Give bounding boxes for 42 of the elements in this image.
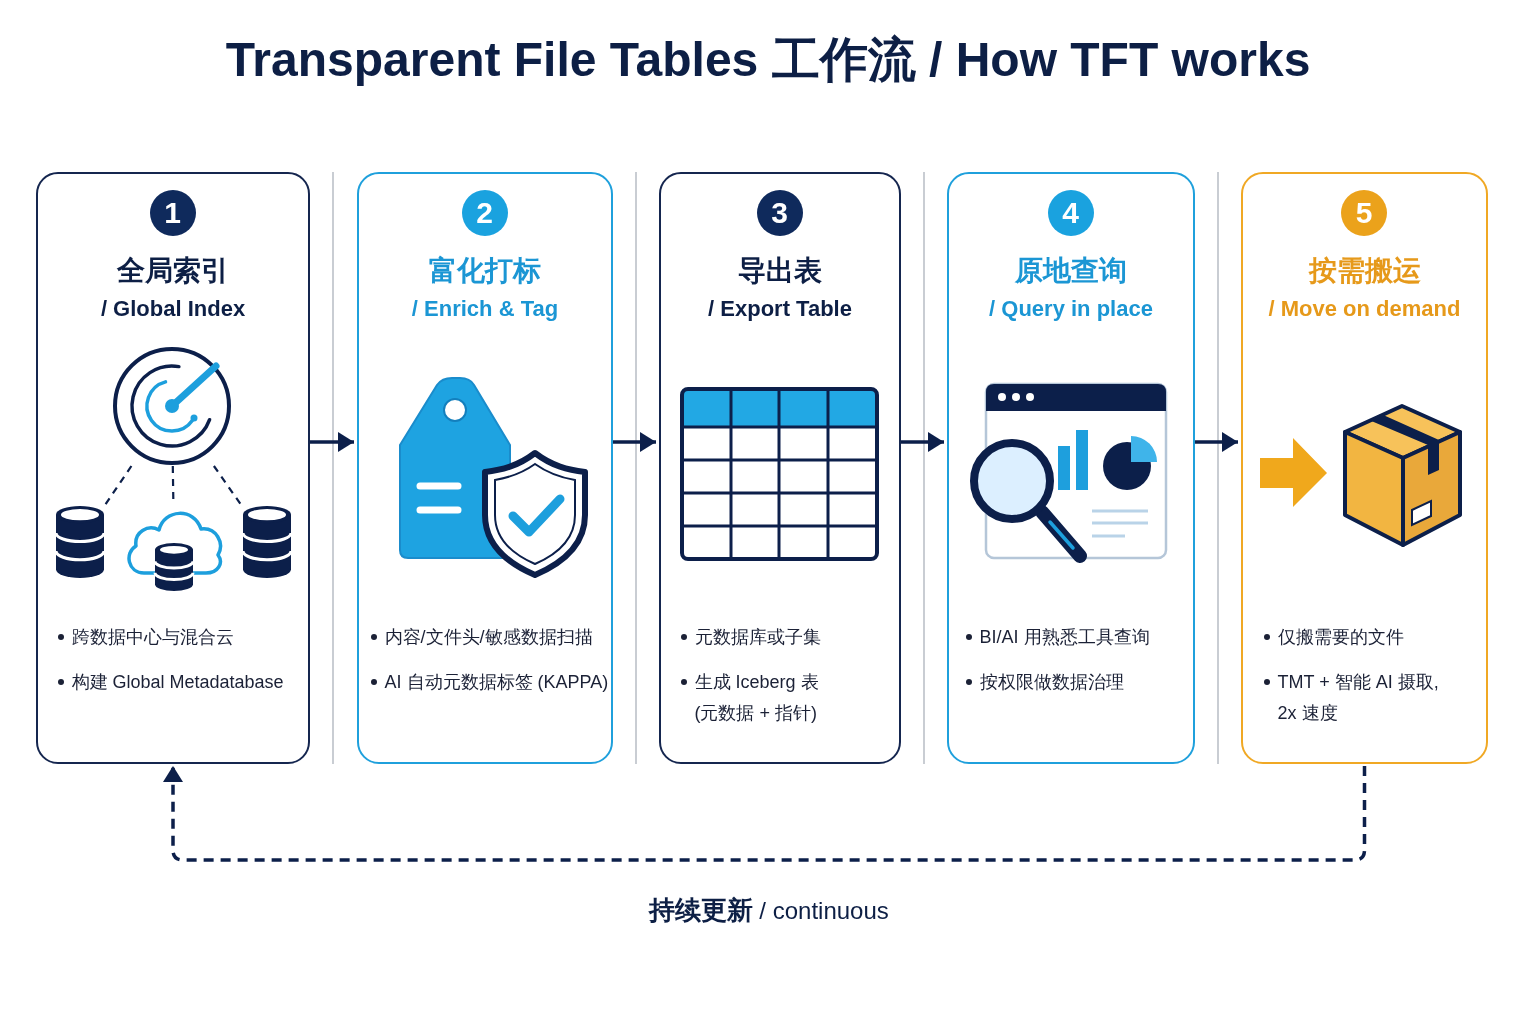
arrow xyxy=(1195,432,1238,452)
step-card xyxy=(357,172,613,764)
bullet-text: 按权限做数据治理 xyxy=(979,670,1124,694)
arrow xyxy=(613,432,656,452)
number-badge: 1 xyxy=(149,189,196,236)
step-subtitle: / Export Table xyxy=(708,294,852,323)
bullet-text: TMT + 智能 AI 摄取, 2x 速度 xyxy=(1277,670,1440,725)
dashed-line xyxy=(104,465,133,506)
number-badge: 2 xyxy=(461,189,508,236)
step-subtitle: / Enrich & Tag xyxy=(411,294,559,323)
step-card xyxy=(947,172,1195,764)
step-card xyxy=(36,172,310,764)
bullet-text: 构建 Global Metadatabase xyxy=(71,670,284,694)
bullet-text: 仅搬需要的文件 xyxy=(1277,625,1404,649)
step-subtitle: / Query in place xyxy=(989,294,1153,323)
number-badge: 4 xyxy=(1047,189,1094,236)
number-badge: 3 xyxy=(756,189,803,236)
radar-icon xyxy=(111,345,232,466)
arrow xyxy=(901,432,944,452)
edge-label: 持续更新 / continuous xyxy=(648,894,889,927)
step-subtitle: / Move on demand xyxy=(1268,294,1461,323)
bullet-text: 元数据库或子集 xyxy=(694,625,821,649)
step-card xyxy=(1241,172,1488,764)
step-heading: 原地查询 xyxy=(1015,253,1127,288)
step-heading: 富化打标 xyxy=(429,253,541,288)
dashed-arrow xyxy=(163,766,1367,862)
number-badge: 5 xyxy=(1341,189,1387,236)
step-card xyxy=(659,172,901,764)
step-subtitle: / Global Index xyxy=(100,294,246,323)
bullet-text: 跨数据中心与混合云 xyxy=(71,625,234,649)
step-heading: 按需搬运 xyxy=(1308,253,1421,288)
step-heading: 导出表 xyxy=(738,253,822,288)
dashed-line xyxy=(213,465,243,507)
bullet-text: BI/AI 用熟悉工具查询 xyxy=(979,625,1150,649)
bullet-text: AI 自动元数据标签 (KAPPA) xyxy=(384,670,609,694)
title: Transparent File Tables 工作流 / How TFT works xyxy=(225,32,1311,88)
arrow xyxy=(310,432,354,452)
bullet-text: 生成 Iceberg 表 (元数据 + 指针) xyxy=(694,670,820,725)
database-icon xyxy=(54,504,105,579)
bullet-text: 内容/文件头/敏感数据扫描 xyxy=(384,625,593,649)
database-icon xyxy=(241,504,292,579)
step-heading: 全局索引 xyxy=(117,253,229,288)
